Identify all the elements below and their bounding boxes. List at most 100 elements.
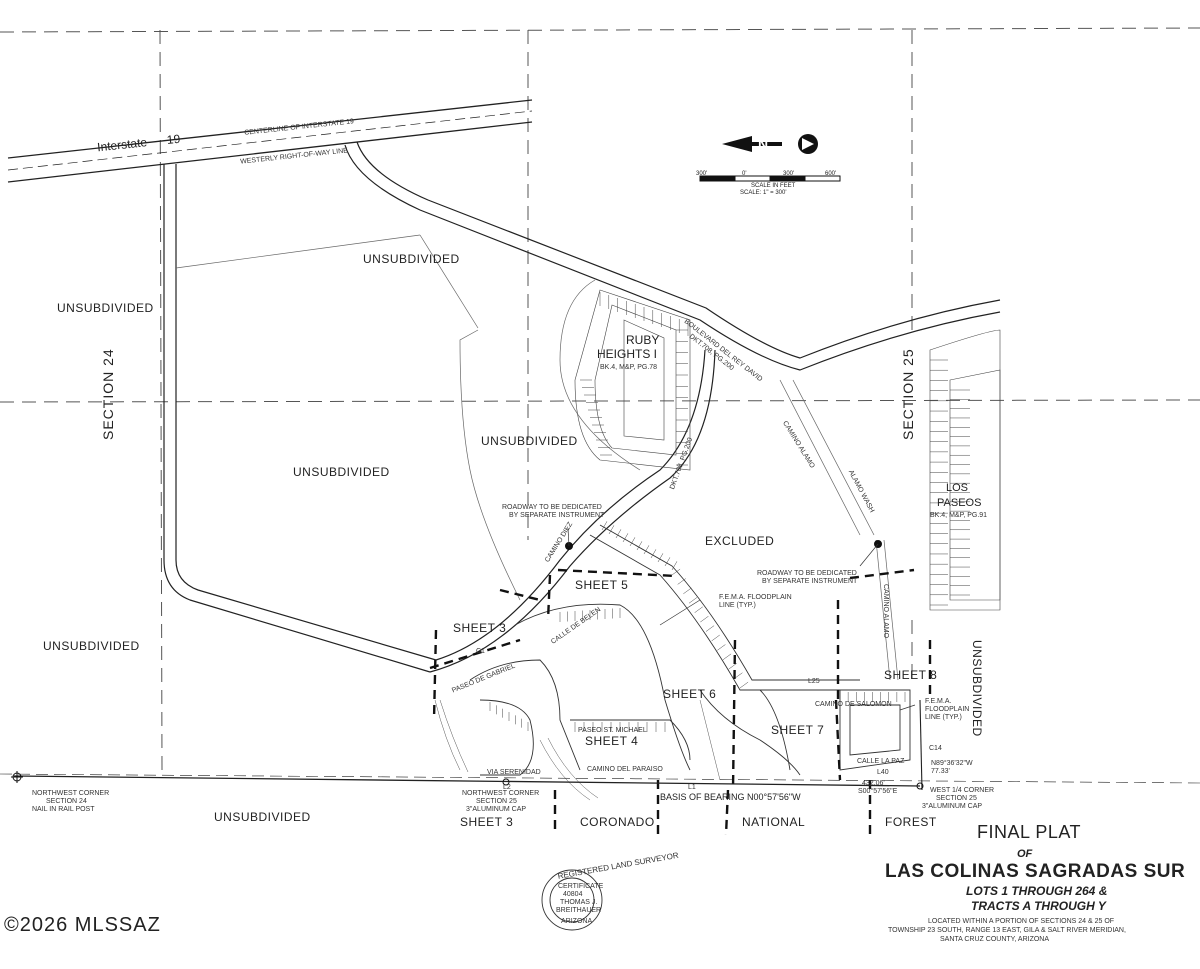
nw-corner-24-2: SECTION 24 [46, 798, 87, 805]
roadway-note-left-1: ROADWAY TO BE DEDICATED [502, 504, 602, 511]
scale-bar [699, 175, 841, 182]
fema-note-1b: LINE (TYP.) [719, 602, 756, 609]
ruby-heights-name-2: HEIGHTS I [597, 347, 658, 361]
fema-note-2b: FLOODPLAIN [925, 706, 970, 713]
roadway-note-left-2: BY SEPARATE INSTRUMENT [509, 512, 605, 519]
sheet-8: SHEET 8 [884, 668, 938, 682]
lot-line [608, 525, 615, 535]
lot-line [629, 537, 636, 547]
subdivision-streets [469, 524, 911, 776]
los-paseos-name-2: PASEOS [937, 497, 982, 509]
unsubdivided-center: UNSUBDIVIDED [481, 434, 578, 448]
subdivision-name: LAS COLINAS SAGRADAS SUR [885, 861, 1186, 882]
via-serenidad: VIA SERENIDAD [487, 769, 541, 776]
interstate-19 [7, 99, 533, 183]
unsubdivided-top: UNSUBDIVIDED [363, 252, 460, 266]
basis-of-bearing: BASIS OF BEARING N00°57'56"W [660, 792, 801, 802]
sheet-3-top: SHEET 3 [453, 621, 507, 635]
nw-corner-25-3: 3"ALUMINUM CAP [466, 806, 527, 813]
location-line-1: LOCATED WITHIN A PORTION OF SECTIONS 24 … [928, 918, 1115, 925]
bearing-n89: N89°36'32"W [931, 760, 973, 767]
surveyor-seal-icon [541, 869, 603, 931]
lot-line [722, 653, 732, 660]
lot-line [622, 533, 629, 543]
lot-line [643, 545, 650, 555]
w14-corner-1: WEST 1/4 CORNER [930, 787, 995, 794]
lot-line [683, 587, 692, 595]
lot-line [694, 606, 703, 613]
line-l25: L25 [808, 678, 820, 685]
section-25-label: SECTION 25 [900, 348, 916, 440]
wash-hatch [434, 699, 721, 801]
scale-label-2: SCALE: 1" = 300' [740, 190, 787, 196]
ruby-heights-lot-ticks [580, 292, 689, 466]
line-l40: L40 [877, 769, 889, 776]
fema-note-2c: LINE (TYP.) [925, 714, 962, 721]
lot-line [677, 578, 686, 585]
lot-line [664, 557, 671, 567]
seal-line-6: ARIZONA [561, 918, 593, 925]
lot-line [615, 529, 622, 539]
section-24-label: SECTION 24 [100, 348, 116, 440]
lot-line [601, 521, 608, 531]
scale-label-1: SCALE IN FEET [751, 183, 796, 189]
tracts-range: TRACTS A THROUGH Y [971, 899, 1106, 913]
nw-corner-25-1: NORTHWEST CORNER [462, 790, 540, 797]
los-paseos-name-1: LOS [946, 482, 969, 494]
lot-line [705, 625, 715, 632]
nw-corner-24-3: NAIL IN RAIL POST [32, 806, 95, 813]
seal-line-3: 40804 [563, 891, 583, 898]
parcel-lines [175, 234, 899, 681]
lot-line [688, 597, 698, 604]
lot-line [739, 681, 749, 689]
camino-alamo-vert: CAMINO ALAMO [882, 584, 889, 639]
curve-c14: C14 [929, 745, 942, 752]
sheet-6: SHEET 6 [663, 687, 717, 701]
seal-line-5: BREITHAUER [556, 907, 602, 914]
north-arrow-letter: N [758, 136, 769, 152]
calle-la-paz: CALLE LA PAZ [857, 758, 905, 765]
los-paseos-ref: BK.4, M&P, PG.91 [930, 512, 988, 519]
plat-title: FINAL PLAT [977, 822, 1082, 842]
scale-tick-0: 300' [696, 171, 708, 177]
leader-lines [567, 527, 916, 711]
lot-line [728, 663, 737, 670]
ruby-heights-name-1: RUBY [626, 333, 660, 347]
sheet-4: SHEET 4 [585, 734, 639, 748]
unsubdivided-right: UNSUBDIVIDED [970, 640, 984, 737]
bearing-n89-dist: 77.33' [931, 768, 950, 775]
scale-tick-2: 300' [783, 171, 795, 177]
seal-line-4: THOMAS J. [560, 899, 598, 906]
lot-line [657, 553, 664, 563]
location-line-3: SANTA CRUZ COUNTY, ARIZONA [940, 936, 1050, 943]
lot-line [650, 549, 657, 559]
lot-line [671, 568, 681, 576]
basis-of-bearing-line [0, 699, 1200, 791]
lot-line [700, 616, 709, 623]
line-l1: L1 [688, 784, 696, 791]
lots-range: LOTS 1 THROUGH 264 & [966, 884, 1108, 898]
plat-of: OF [1017, 848, 1033, 860]
north-arrow-icon [722, 134, 818, 154]
mls-watermark: ©2026 MLSSAZ [4, 914, 161, 936]
subdivision-lot-ticks [489, 521, 906, 732]
lot-line [717, 644, 726, 651]
paseo-st-michael: PASEO ST. MICHAEL [578, 727, 647, 734]
ruby-heights-lots [574, 289, 691, 471]
dist-432: 432.06' [862, 780, 885, 787]
ruby-heights-ref: BK.4, M&P, PG.78 [600, 364, 658, 371]
unsubdivided-left-bottom: UNSUBDIVIDED [43, 639, 140, 653]
w14-corner-3: 3"ALUMINUM CAP [922, 803, 983, 810]
lot-line [671, 561, 678, 571]
forest-coronado: CORONADO [580, 815, 655, 829]
fema-note-2a: F.E.M.A. [925, 698, 952, 705]
excluded-label: EXCLUDED [705, 534, 775, 548]
forest-forest: FOREST [885, 815, 937, 829]
forest-national: NATIONAL [742, 815, 806, 829]
location-line-2: TOWNSHIP 23 SOUTH, RANGE 13 EAST, GILA &… [888, 927, 1126, 934]
interstate-number: 19 [166, 131, 181, 147]
los-paseos-blocks [929, 329, 1001, 611]
sheet-5: SHEET 5 [575, 578, 629, 592]
unsubdivided-bottom: UNSUBDIVIDED [214, 810, 311, 824]
nw-corner-25-2: SECTION 25 [476, 798, 517, 805]
